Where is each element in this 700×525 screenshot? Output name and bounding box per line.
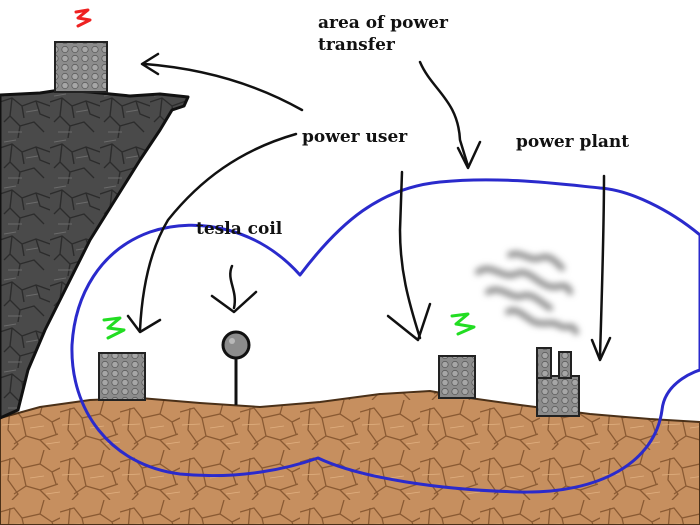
- arrows: [126, 52, 612, 362]
- power-plant-label: power plant: [516, 132, 630, 152]
- arrow-user-to-middle: [398, 170, 422, 340]
- red-spark-icon: [74, 8, 92, 28]
- tesla-coil-label: tesla coil: [196, 219, 283, 239]
- cracked-ground: [0, 389, 700, 525]
- arrow-to-boundary: [418, 60, 470, 168]
- arrow-user-to-ground: [138, 132, 298, 332]
- power-plant-building: [536, 347, 580, 417]
- power-transfer-area-boundary: [70, 178, 700, 494]
- middle-power-user-machine: [438, 355, 476, 399]
- rocky-cliff: [0, 88, 190, 420]
- arrow-to-plant: [598, 174, 606, 358]
- area-of-power-transfer-label-line1: area of power: [318, 13, 448, 33]
- tesla-coil-highlight: [229, 338, 235, 344]
- cliff-power-user-machine: [54, 41, 108, 93]
- smoke-plume-icon: [475, 250, 579, 335]
- area-of-power-transfer-label: area of power transfer: [318, 12, 448, 56]
- arrow-user-to-cliff: [143, 62, 304, 112]
- green-spark-icon-2: [450, 312, 476, 336]
- arrow-to-tesla: [229, 264, 237, 310]
- power-user-label: power user: [302, 127, 408, 147]
- tesla-coil-sphere: [221, 330, 251, 360]
- area-of-power-transfer-label-line2: transfer: [318, 35, 395, 55]
- green-spark-icon: [102, 316, 126, 340]
- ground-power-user-machine: [98, 352, 146, 401]
